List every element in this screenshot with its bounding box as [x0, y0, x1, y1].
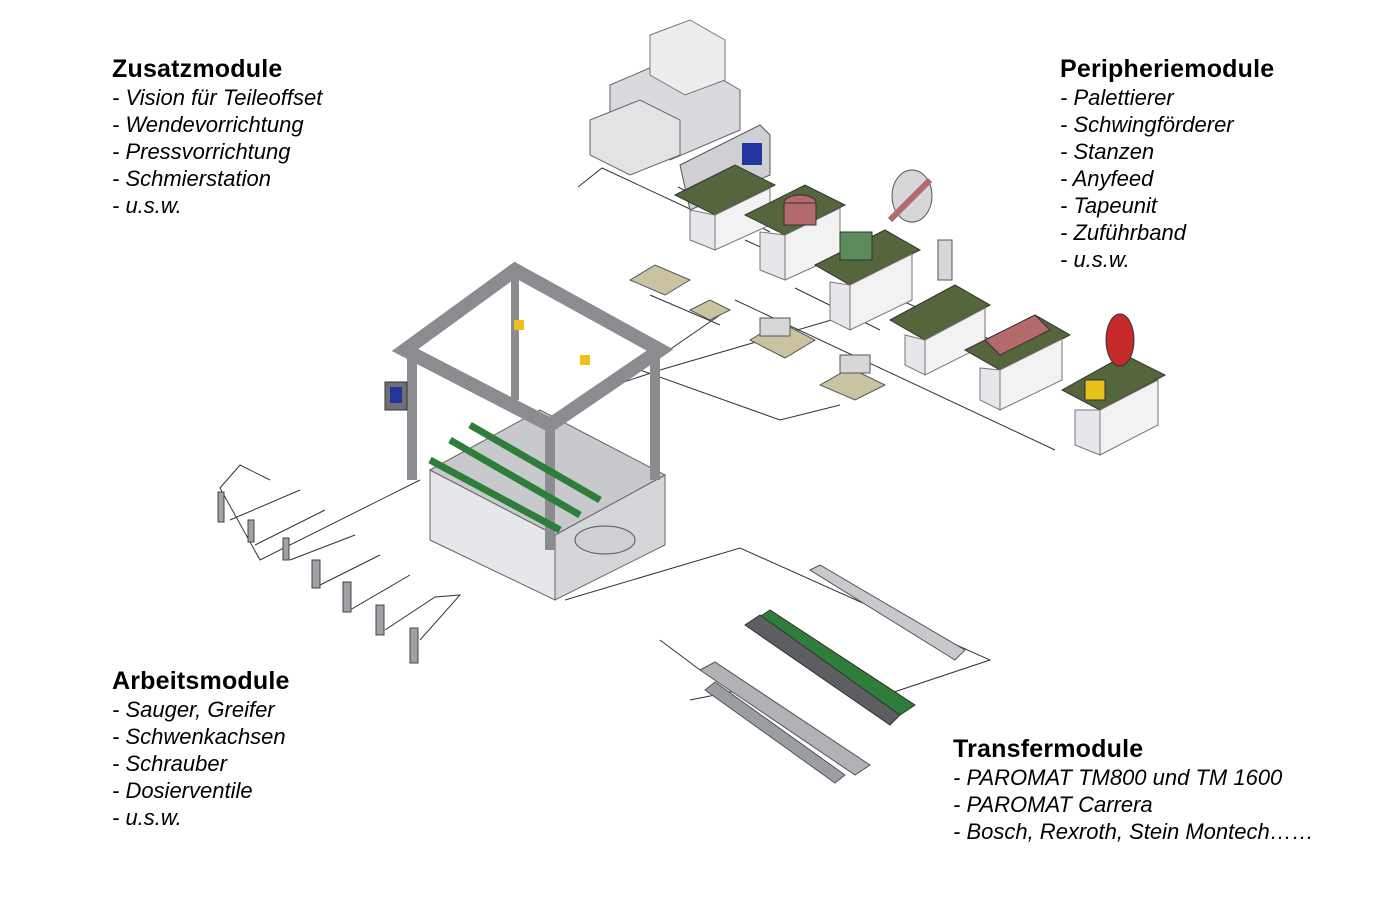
peripheral-tables	[673, 164, 1167, 456]
table-2	[743, 184, 847, 281]
list-item: - Sauger, Greifer	[112, 697, 275, 722]
list-item: - Schmierstation	[112, 166, 271, 191]
list-item: - Wendevorrichtung	[112, 112, 304, 137]
list-item: - Schwenkachsen	[112, 724, 286, 749]
table-3	[813, 169, 933, 331]
list-item: - Anyfeed	[1060, 166, 1154, 191]
zusatzmodule-list: - Vision für Teileoffset - Wendevorricht…	[112, 84, 322, 219]
arbeits-tools	[217, 491, 419, 664]
list-item: - Schwingförderer	[1060, 112, 1234, 137]
list-item: - Dosierventile	[112, 778, 253, 803]
zusatz-small-modules	[628, 264, 887, 401]
peripheriemodule-title: Peripheriemodule	[1060, 55, 1275, 83]
zusatzmodule-title: Zusatzmodule	[112, 55, 283, 83]
connector-lines	[219, 167, 1061, 701]
list-item: - Bosch, Rexroth, Stein Montech……	[953, 819, 1314, 844]
list-item: - Vision für Teileoffset	[112, 85, 323, 110]
list-item: - Pressvorrichtung	[112, 139, 291, 164]
list-item: - Palettierer	[1060, 85, 1174, 110]
main-assembly-machine	[384, 261, 674, 601]
list-item: - Schrauber	[112, 751, 227, 776]
transfermodule-section: Transfermodule - PAROMAT TM800 und TM 16…	[953, 734, 1314, 845]
table-5	[963, 314, 1072, 411]
list-item: - u.s.w.	[1060, 247, 1130, 272]
list-item: - PAROMAT Carrera	[953, 792, 1153, 817]
list-item: - u.s.w.	[112, 805, 182, 830]
list-item: - u.s.w.	[112, 193, 182, 218]
arbeitsmodule-section: Arbeitsmodule - Sauger, Greifer - Schwen…	[112, 666, 290, 831]
transfermodule-title: Transfermodule	[953, 735, 1144, 763]
palettierer-machine	[589, 19, 771, 211]
list-item: - Zuführband	[1060, 220, 1186, 245]
table-6	[1060, 313, 1167, 456]
table-1	[673, 164, 777, 251]
table-4	[888, 239, 992, 376]
arbeitsmodule-list: - Sauger, Greifer - Schwenkachsen - Schr…	[112, 696, 290, 831]
transfer-conveyors	[699, 564, 966, 784]
list-item: - Tapeunit	[1060, 193, 1158, 218]
transfermodule-list: - PAROMAT TM800 und TM 1600 - PAROMAT Ca…	[953, 764, 1314, 845]
arbeitsmodule-title: Arbeitsmodule	[112, 667, 290, 695]
zusatzmodule-section: Zusatzmodule - Vision für Teileoffset - …	[112, 54, 322, 219]
peripheriemodule-section: Peripheriemodule - Palettierer - Schwing…	[1060, 54, 1274, 273]
list-item: - Stanzen	[1060, 139, 1155, 164]
peripheriemodule-list: - Palettierer - Schwingförderer - Stanze…	[1060, 84, 1274, 273]
list-item: - PAROMAT TM800 und TM 1600	[953, 765, 1283, 790]
